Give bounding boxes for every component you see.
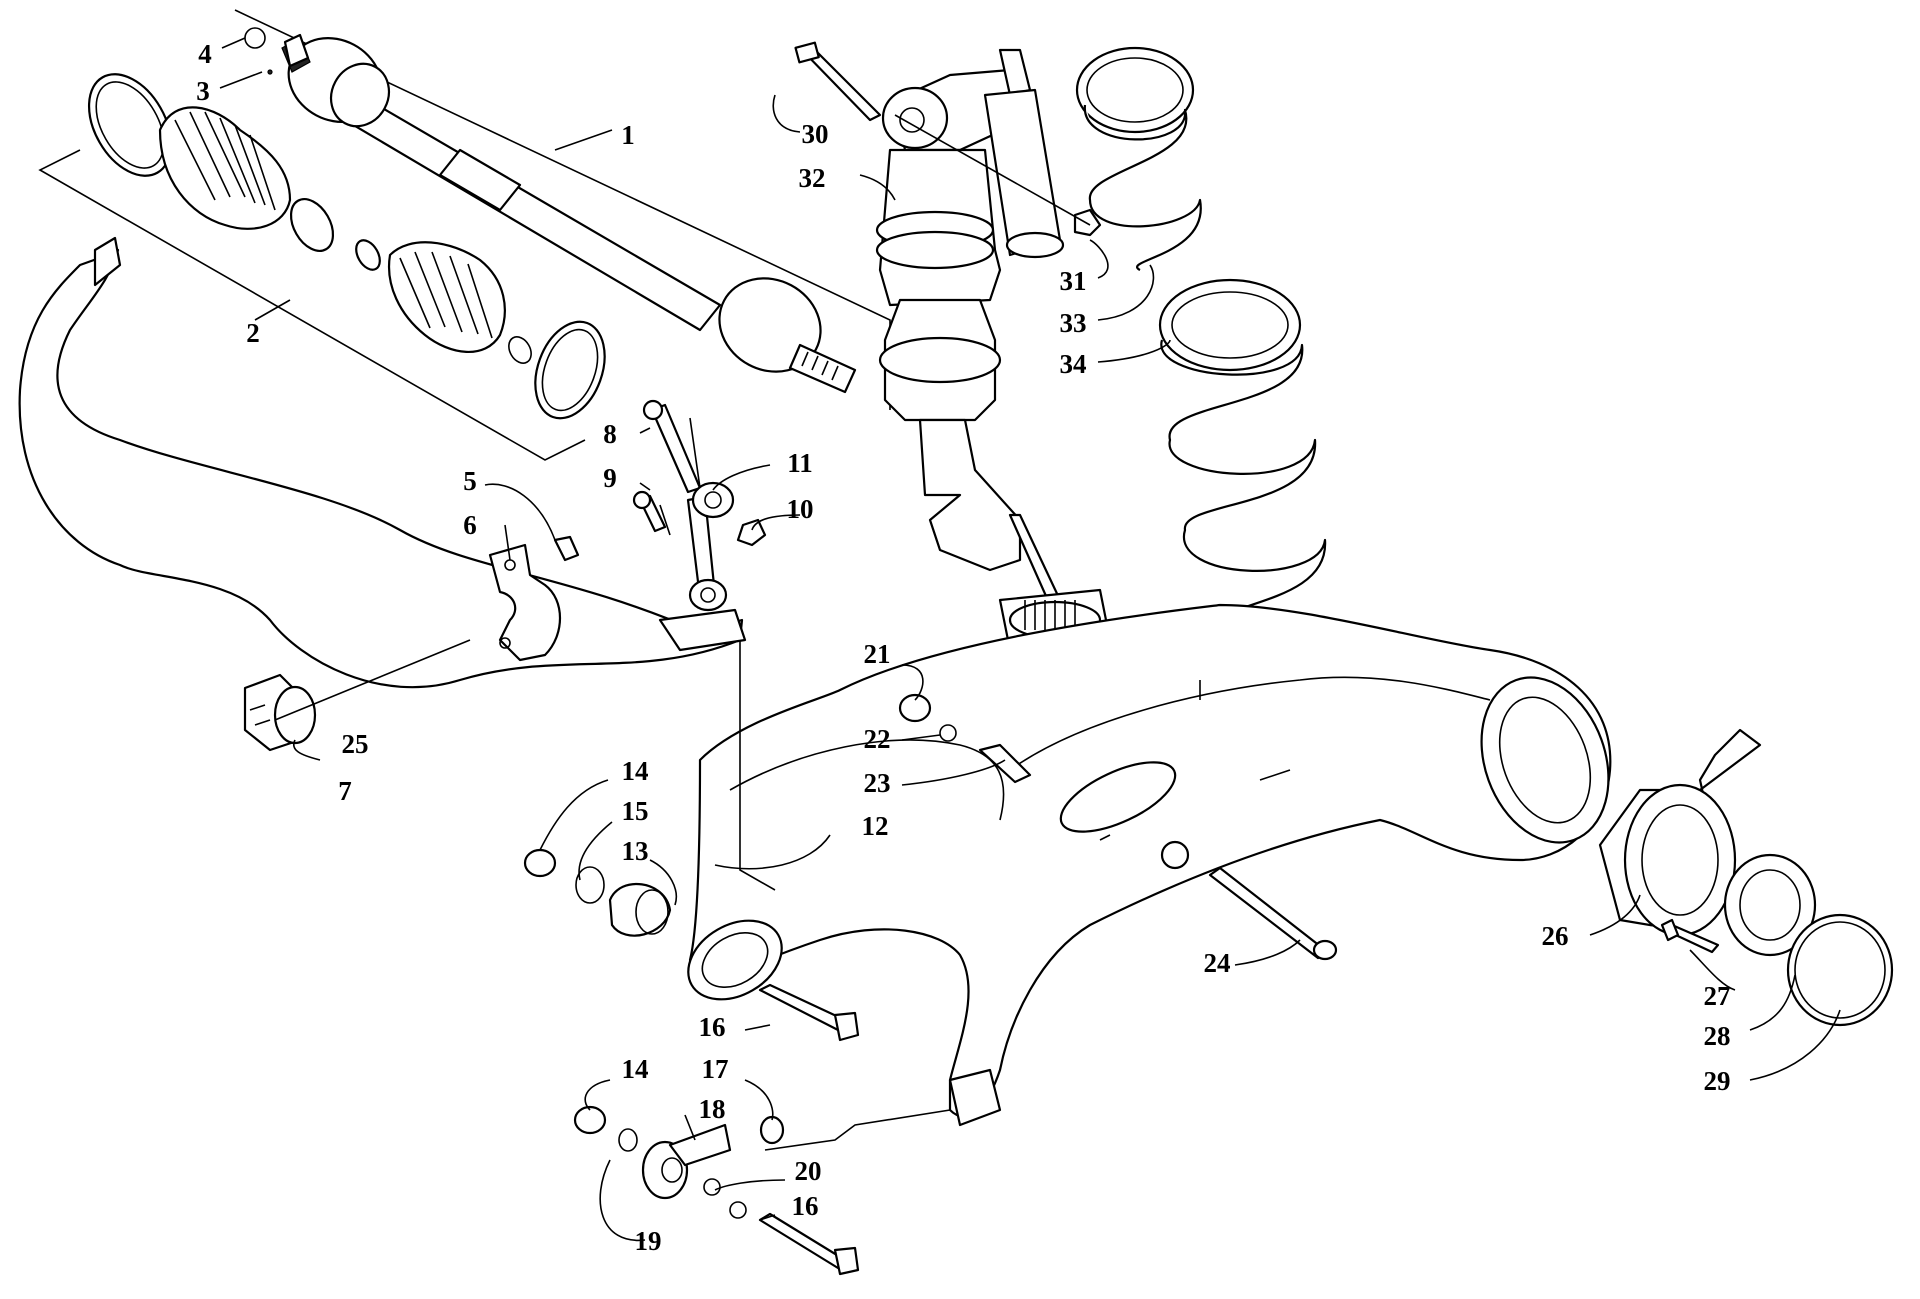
swing-arm: [687, 603, 1612, 1127]
callout-23: 23: [864, 768, 891, 798]
leader-lines: [219, 37, 1841, 1242]
callout-26: 26: [1542, 921, 1569, 951]
callout-9: 9: [603, 463, 617, 493]
callout-31: 31: [1060, 266, 1087, 296]
callout-16-upper: 16: [699, 1012, 726, 1042]
coil-springs: [1075, 46, 1327, 675]
drive-shaft-assembly: [234, 9, 891, 410]
callout-8: 8: [603, 419, 617, 449]
callout-16-lower: 16: [792, 1191, 819, 1221]
callout-20: 20: [795, 1156, 822, 1186]
callout-27: 27: [1704, 981, 1731, 1011]
callout-34: 34: [1060, 349, 1087, 379]
callout-24: 24: [1204, 948, 1231, 978]
callout-32: 32: [799, 163, 826, 193]
callout-25: 25: [342, 729, 369, 759]
stabilizer-link: [553, 399, 767, 612]
callout-19: 19: [635, 1226, 662, 1256]
callout-6: 6: [463, 510, 477, 540]
callout-11: 11: [787, 448, 813, 478]
callout-12: 12: [862, 811, 889, 841]
cv-boot-kit: [38, 27, 606, 461]
callout-13: 13: [622, 836, 649, 866]
callout-15: 15: [622, 796, 649, 826]
callout-3: 3: [196, 76, 210, 106]
stabilizer-bar: [18, 236, 747, 689]
callout-17: 17: [702, 1054, 729, 1084]
bracket-and-bushing: [243, 543, 562, 752]
callout-1: 1: [621, 120, 635, 150]
callout-30: 30: [802, 119, 829, 149]
callout-18: 18: [699, 1094, 726, 1124]
callout-10: 10: [787, 494, 814, 524]
callout-29: 29: [1704, 1066, 1731, 1096]
hub-bearing-assembly: [1598, 728, 1894, 1027]
fasteners-and-bushings: [523, 693, 1338, 1276]
callout-labels: 1 2 3 4 5 6 7 8 9 10 11 12 13 14 14 15 1…: [196, 39, 1730, 1256]
callout-33: 33: [1060, 308, 1087, 338]
callout-7: 7: [338, 776, 352, 806]
callout-21: 21: [864, 639, 891, 669]
callout-4: 4: [198, 39, 212, 69]
callout-14-lower: 14: [622, 1054, 649, 1084]
callout-5: 5: [463, 466, 477, 496]
callout-22: 22: [864, 724, 891, 754]
callout-2: 2: [246, 318, 260, 348]
callout-14-upper: 14: [622, 756, 649, 786]
callout-28: 28: [1704, 1021, 1731, 1051]
